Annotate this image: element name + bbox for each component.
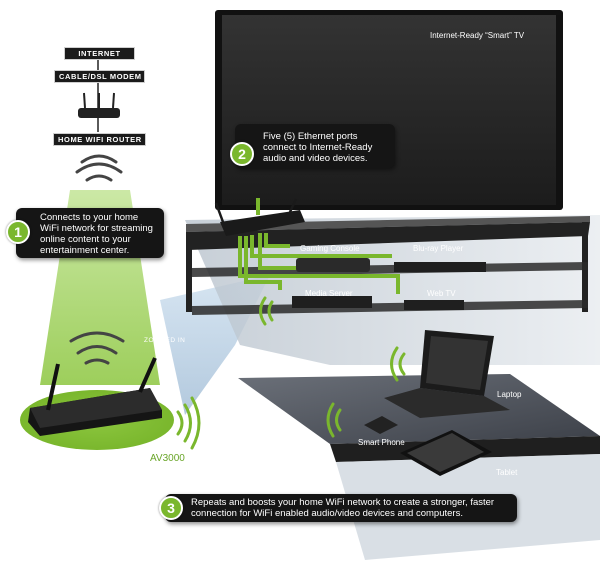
bluray-player-label: Blu-ray Player [413, 244, 464, 253]
callout-2-line-2: connect to Internet-Ready [263, 142, 373, 153]
ethernet-cables [238, 233, 400, 294]
media-server-label: Media Server [305, 289, 353, 298]
web-tv-label: Web TV [427, 289, 456, 298]
callout-3: Repeats and boosts your home WiFi networ… [165, 494, 517, 522]
callout-1: Connects to your home WiFi network for s… [16, 208, 164, 258]
tablet-screen [407, 433, 484, 472]
callout-2-badge: 2 [230, 142, 254, 166]
callout-2-line-1: Five (5) Ethernet ports [263, 131, 358, 142]
router-wifi-icon [75, 154, 123, 182]
laptop-wifi-icon [390, 346, 406, 382]
bluray-device [394, 262, 486, 272]
zoomed-in-label: ZOOMED IN [144, 337, 186, 344]
web-tv-device [404, 300, 464, 310]
callout-1-line-2: WiFi network for streaming [40, 223, 153, 234]
smartphone-device [364, 416, 398, 434]
laptop-device [384, 330, 510, 418]
callout-2-line-3: audio and video devices. [263, 153, 368, 164]
gaming-console-label: Gaming Console [300, 244, 360, 253]
callout-1-line-1: Connects to your home [40, 212, 139, 223]
internet-label: INTERNET [64, 47, 135, 60]
av3000-model-label: AV3000 [150, 453, 185, 464]
home-router-label: HOME WIFI ROUTER [53, 133, 146, 146]
callout-1-line-3: online content to your [40, 234, 131, 245]
phone-wifi-icon [326, 402, 342, 438]
laptop-label: Laptop [497, 390, 522, 399]
gaming-console-device [296, 258, 370, 272]
callout-3-line-2: connection for WiFi enabled audio/video … [191, 508, 463, 519]
tablet-label: Tablet [496, 468, 518, 477]
callout-1-line-4: entertainment center. [40, 245, 130, 256]
smart-phone-label: Smart Phone [358, 438, 405, 447]
callout-1-badge: 1 [6, 220, 30, 244]
callout-2: Five (5) Ethernet ports connect to Inter… [235, 124, 395, 168]
tv-stand [186, 216, 590, 315]
av3000-on-stand [214, 198, 305, 236]
callout-3-badge: 3 [159, 496, 183, 520]
home-router-icon [78, 92, 120, 118]
av3000-router-icon [28, 357, 162, 436]
zoom-wifi-icon [69, 331, 125, 365]
tv-label: Internet-Ready “Smart” TV [430, 31, 525, 40]
shelf-wifi-icon [259, 296, 274, 326]
smart-tv [215, 10, 563, 210]
av3000-wifi-icon [176, 396, 201, 450]
callout-3-line-1: Repeats and boosts your home WiFi networ… [191, 497, 495, 508]
modem-label: CABLE/DSL MODEM [54, 70, 145, 83]
floor-area [185, 215, 600, 365]
media-server-device [292, 296, 372, 308]
